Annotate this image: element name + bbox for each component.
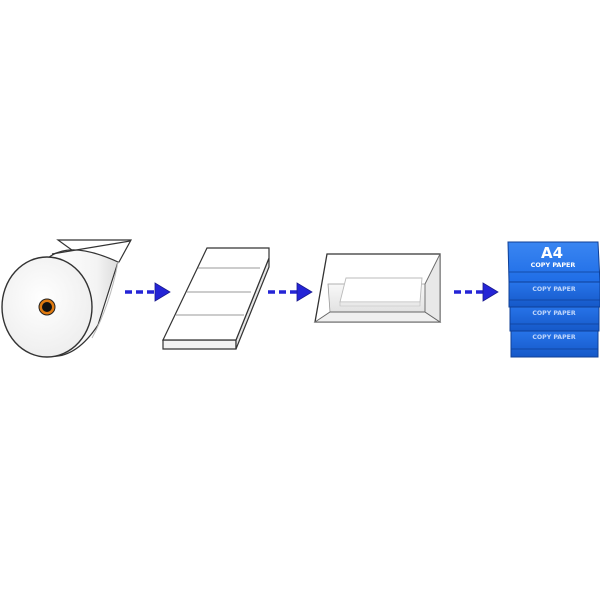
paper-tray-icon [313, 253, 442, 323]
ream-pack-label: COPY PAPER [532, 286, 575, 293]
flow-arrow [454, 282, 499, 302]
paper-roll-icon [1, 239, 133, 358]
ream-subtitle: COPY PAPER [531, 261, 576, 269]
a4-paper-ream-icon: A4 COPY PAPER COPY PAPER COPY PAPER COPY… [507, 241, 600, 358]
ream-title: A4 [541, 244, 563, 262]
ream-top [507, 241, 600, 283]
ream-pack [508, 278, 600, 308]
flow-arrow [268, 282, 313, 302]
ream-pack-label: COPY PAPER [532, 310, 575, 317]
ream-pack-label: COPY PAPER [532, 334, 575, 341]
flow-arrow [125, 282, 171, 302]
paper-sheets-icon [162, 247, 270, 350]
